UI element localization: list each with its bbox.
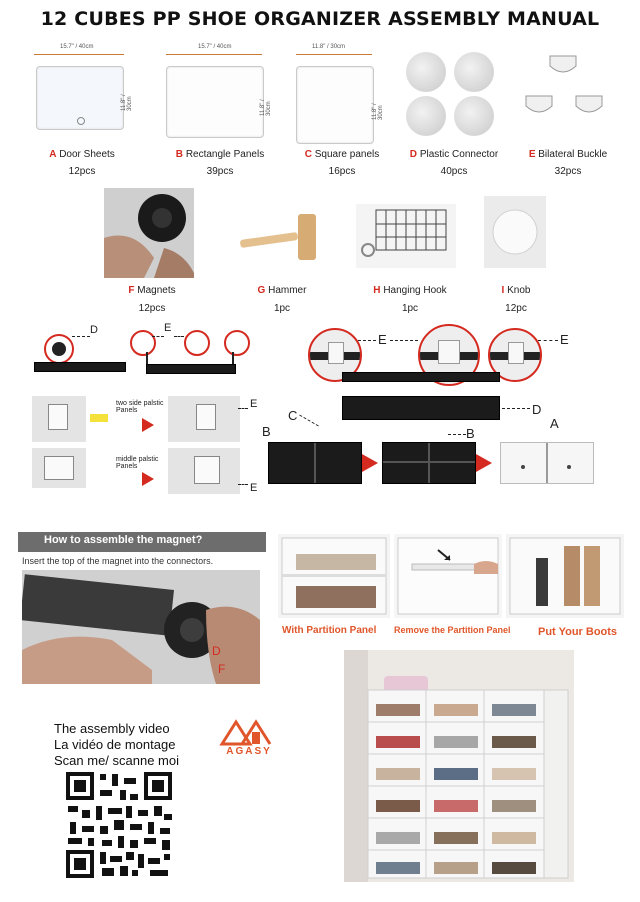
part-qty-g: 1pc — [273, 303, 291, 314]
part-qty-e: 32pcs — [554, 166, 582, 177]
dim-c-width: 11.8" / 30cm — [312, 44, 346, 50]
hammer-icon — [240, 214, 316, 260]
magnet-heading-bar: How to assemble the magnet? — [18, 532, 266, 552]
dim-b-width: 15.7" / 40cm — [198, 44, 232, 50]
part-label-a: A Door Sheets — [49, 149, 115, 160]
part-qty-b: 39pcs — [206, 166, 234, 177]
frame-bottom — [342, 396, 500, 420]
magnet-assembly-photo: D F — [22, 570, 260, 684]
part-qty-a: 12pcs — [68, 166, 96, 177]
arrow-icon — [362, 454, 378, 472]
part-label-c: C Square panels — [304, 149, 380, 160]
magnet-instruction: Insert the top of the magnet into the co… — [22, 556, 214, 566]
cube-stage-1 — [268, 442, 362, 484]
callout-d: D — [90, 324, 98, 336]
part-g-illustration — [234, 196, 334, 266]
cube-progression: B C B A — [262, 404, 602, 494]
buckle-insertion-two-side: two side palstic Panels E — [32, 396, 260, 442]
base-plate — [146, 364, 236, 374]
with-partition-caption: With Partition Panel — [282, 625, 377, 636]
arrow-icon — [142, 472, 154, 486]
callout-b: B — [262, 424, 271, 439]
two-side-label: two side palstic Panels — [116, 400, 164, 414]
connector-icon — [454, 96, 494, 136]
arrow-icon — [476, 454, 492, 472]
part-i-photo — [484, 196, 546, 268]
part-qty-i: 12pc — [505, 303, 527, 314]
with-partition-photo — [278, 534, 390, 618]
brand-logo: AGASY — [216, 716, 282, 760]
part-label-d: D Plastic Connector — [409, 149, 499, 160]
part-label-i: I Knob — [501, 285, 531, 296]
part-qty-c: 16pcs — [328, 166, 356, 177]
callout-c: C — [288, 408, 298, 423]
part-qty-f: 12pcs — [138, 303, 166, 314]
brand-name: AGASY — [226, 746, 272, 757]
magnet-heading: How to assemble the magnet? — [44, 534, 203, 546]
connector-icon — [406, 96, 446, 136]
page-title: 12 CUBES PP SHOE ORGANIZER ASSEMBLY MANU… — [40, 8, 600, 30]
part-qty-h: 1pc — [401, 303, 419, 314]
dim-b-height: 11.8" / 30cm — [260, 99, 272, 116]
put-boots-caption: Put Your Boots — [538, 626, 618, 638]
callout-d: D — [212, 644, 221, 658]
part-label-b: B Rectangle Panels — [175, 149, 265, 160]
final-product-photo — [344, 650, 574, 882]
step-frame-buckles: E E D — [306, 322, 576, 422]
base-plate — [34, 362, 126, 372]
part-qty-d: 40pcs — [440, 166, 468, 177]
qr-code-icon — [64, 770, 174, 880]
middle-label: middle palstic Panels — [116, 456, 159, 470]
video-text-3: Scan me/ scanne moi — [54, 753, 180, 768]
step-base-connector: D — [28, 322, 128, 382]
callout-b: B — [466, 426, 475, 441]
knob-hole — [77, 117, 85, 125]
dim-c-height: 11.8" / 30cm — [372, 103, 384, 120]
square-panel — [296, 66, 374, 144]
callout-f: F — [218, 662, 226, 676]
qr-code[interactable] — [64, 770, 174, 880]
callout-e: E — [164, 322, 172, 334]
part-label-g: G Hammer — [257, 285, 307, 296]
video-text-1: The assembly video — [54, 721, 170, 736]
frame-top — [342, 372, 500, 382]
connector-icon — [406, 52, 446, 92]
part-a-illustration: 15.7" / 40cm 11.8" / 30cm — [30, 44, 140, 144]
dim-a-height: 11.8" / 30cm — [121, 94, 133, 111]
part-e-illustration — [520, 52, 620, 132]
cube-stage-3 — [500, 442, 594, 484]
part-label-f: F Magnets — [128, 285, 176, 296]
part-label-e: E Bilateral Buckle — [528, 149, 608, 160]
callout-d: D — [532, 402, 542, 417]
buckle-icon — [525, 55, 603, 113]
brand-logo-icon — [219, 719, 272, 746]
remove-partition-photo — [394, 534, 502, 618]
part-f-photo — [104, 188, 194, 278]
dim-a-width: 15.7" / 40cm — [60, 44, 94, 50]
video-text-2: La vidéo de montage — [54, 737, 176, 752]
part-d-illustration — [402, 48, 502, 138]
arrow-icon — [142, 418, 154, 432]
callout-a: A — [550, 416, 559, 431]
callout-e: E — [560, 332, 569, 347]
part-label-h: H Hanging Hook — [373, 285, 447, 296]
put-boots-photo — [506, 534, 624, 618]
part-b-illustration: 15.7" / 40cm 11.8" / 30cm — [160, 44, 280, 144]
callout-e: E — [250, 398, 258, 410]
door-sheet — [36, 66, 124, 130]
connector-icon — [454, 52, 494, 92]
callout-e: E — [378, 332, 387, 347]
part-c-illustration: 11.8" / 30cm 11.8" / 30cm — [292, 44, 392, 144]
rectangle-panel — [166, 66, 264, 138]
cube-stage-2 — [382, 442, 476, 484]
callout-e: E — [250, 482, 258, 494]
part-h-photo — [356, 204, 456, 268]
buckle-insertion-middle: middle palstic Panels E — [32, 448, 260, 498]
remove-partition-caption: Remove the Partition Panel — [394, 625, 511, 635]
step-base-buckles: E — [128, 322, 250, 382]
